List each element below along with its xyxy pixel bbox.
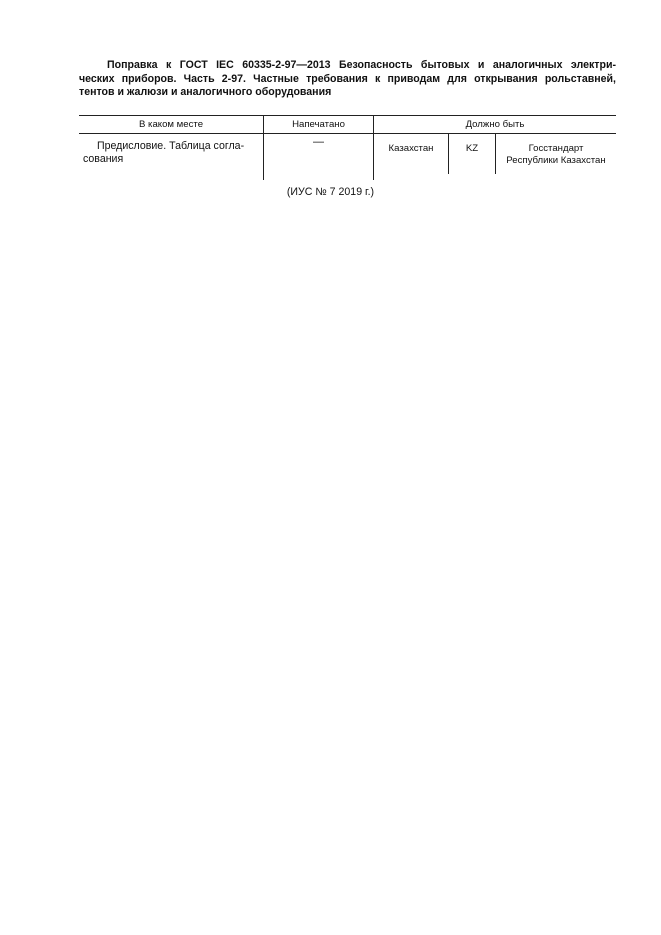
title-line-3: тентов и жалюзи и аналогичного оборудова… [79, 86, 332, 98]
cell-where-text: Предисловие. Таблица согла-сования [83, 140, 245, 165]
agency-line-1: Госстандарт [528, 143, 584, 154]
header-where: В каком месте [79, 115, 264, 134]
cell-code: KZ [448, 134, 495, 174]
cell-where: Предисловие. Таблица согла-сования [79, 134, 264, 181]
cell-agency: Госстандарт Республики Казахстан [495, 134, 616, 174]
title-line-2: ческих приборов. Часть 2-97. Частные тре… [79, 72, 616, 85]
cell-country: Казахстан [388, 143, 434, 154]
header-should-be: Должно быть [373, 115, 616, 134]
amendment-title: Поправка к ГОСТ IEC 60335-2-97—2013 Безо… [79, 59, 616, 100]
publication-reference: (ИУС № 7 2019 г.) [286, 186, 375, 198]
cell-should-be: Казахстан KZ Госстандарт Республики Каза… [373, 133, 616, 180]
corrections-table: В каком месте Напечатано Должно быть Пре… [79, 115, 616, 180]
table-row: Предисловие. Таблица согла-сования — Каз… [79, 133, 616, 181]
title-line-1: Поправка к ГОСТ IEC 60335-2-97—2013 Безо… [107, 59, 616, 71]
table-header-row: В каком месте Напечатано Должно быть [79, 115, 616, 134]
header-printed: Напечатано [263, 115, 374, 134]
agency-line-2: Республики Казахстан [506, 155, 606, 166]
cell-printed: — [263, 133, 374, 180]
